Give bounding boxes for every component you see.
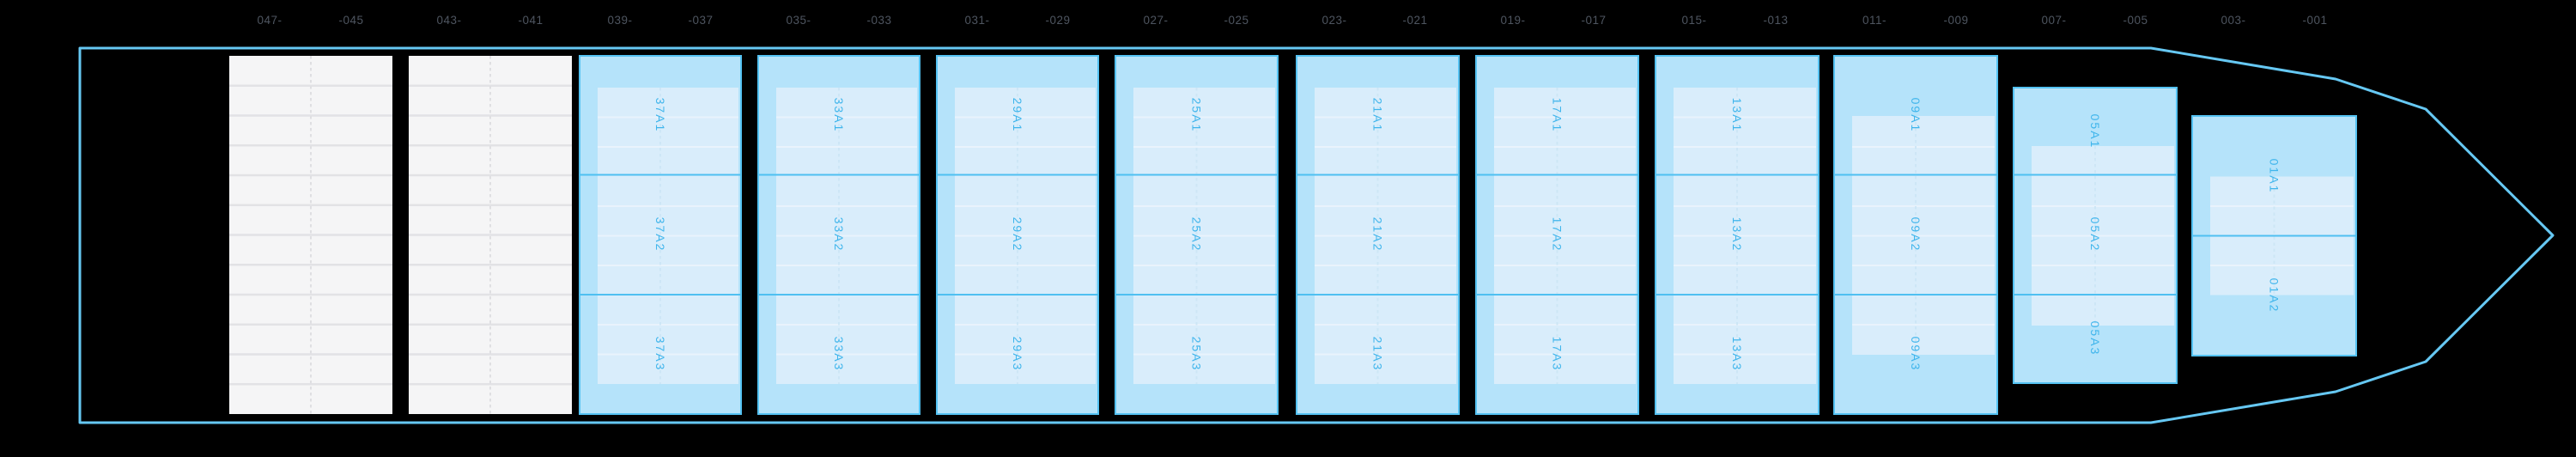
bay-cell-label[interactable]: 25A2 [1190,217,1204,253]
bay-09[interactable]: 09A1 09A2 09A3 [1833,55,1998,415]
bay-cell-label[interactable]: 33A3 [832,337,846,372]
bay-number-axis: 047- -045 043- -041 039- -037 035- -033 031- -029… [257,14,2327,27]
bay-cell-label[interactable]: 17A2 [1551,217,1564,253]
bay-cell-label[interactable]: 09A2 [1909,217,1923,253]
tick-label: -017 [1581,14,1606,27]
bay-cell-label[interactable]: 37A3 [653,337,667,372]
bay-21[interactable]: 21A1 21A2 21A3 [1296,55,1460,415]
bay-cell-label[interactable]: 05A1 [2088,114,2102,149]
bay-cell-label[interactable]: 29A3 [1011,337,1024,372]
tick-label: 003- [2221,14,2245,27]
tick-label: 027- [1143,14,1168,27]
tick-label: -013 [1763,14,1788,27]
bay-37[interactable]: 37A1 37A2 37A3 [579,55,742,415]
tick-label: -001 [2302,14,2327,27]
hold-047-045[interactable] [229,56,392,414]
bay-cell-label[interactable]: 21A3 [1371,337,1385,372]
bay-cell-label[interactable]: 17A3 [1551,337,1564,372]
bay-cell-label[interactable]: 05A3 [2088,321,2102,356]
tick-label: -009 [1943,14,1968,27]
hold-043-041[interactable] [409,56,572,414]
tick-label: -005 [2123,14,2148,27]
bay-cell-label[interactable]: 13A3 [1730,337,1744,372]
bay-cell-label[interactable]: 13A2 [1730,217,1744,253]
tick-label: 031- [964,14,989,27]
bay-cell-label[interactable]: 17A1 [1551,98,1564,133]
bay-13[interactable]: 13A1 13A2 13A3 [1655,55,1820,415]
hull-outline [78,46,2555,424]
bay-17[interactable]: 17A1 17A2 17A3 [1475,55,1639,415]
tick-label: 019- [1500,14,1525,27]
bay-sections: 37A1 37A2 37A3 33A1 33A2 33A3 29A1 29A2 29A3 25A1… [229,55,2357,415]
tick-label: -021 [1402,14,1427,27]
bay-cell-label[interactable]: 09A1 [1909,98,1923,133]
bay-cell-label[interactable]: 21A1 [1371,98,1385,133]
tick-label: -033 [866,14,891,27]
bay-cell-label[interactable]: 09A3 [1909,337,1923,372]
tick-label: -041 [518,14,543,27]
bay-cell-label[interactable]: 01A2 [2268,278,2281,314]
bay-05[interactable]: 05A1 05A2 05A3 [2013,87,2178,384]
tick-label: -037 [688,14,713,27]
bay-cell-label[interactable]: 21A2 [1371,217,1385,253]
tick-label: -025 [1224,14,1249,27]
tick-label: 015- [1681,14,1706,27]
tick-label: 007- [2041,14,2066,27]
bay-cell-label[interactable]: 37A2 [653,217,667,253]
bay-cell-label[interactable]: 05A2 [2088,217,2102,253]
bay-cell-label[interactable]: 25A3 [1190,337,1204,372]
bay-cell-label[interactable]: 13A1 [1730,98,1744,133]
bay-cell-label[interactable]: 25A1 [1190,98,1204,133]
tick-label: 039- [607,14,632,27]
bay-cell-label[interactable]: 33A2 [832,217,846,253]
bay-25[interactable]: 25A1 25A2 25A3 [1115,55,1279,415]
tick-label: 047- [257,14,282,27]
bay-cell-label[interactable]: 01A1 [2268,159,2281,194]
tick-label: 035- [786,14,811,27]
tick-label: 011- [1862,14,1886,27]
bay-cell-label[interactable]: 29A2 [1011,217,1024,253]
bay-33[interactable]: 33A1 33A2 33A3 [757,55,920,415]
tick-label: -045 [338,14,363,27]
tick-label: 043- [436,14,461,27]
tick-label: 023- [1321,14,1346,27]
bay-01[interactable]: 01A1 01A2 [2191,115,2357,356]
bay-29[interactable]: 29A1 29A2 29A3 [936,55,1099,415]
bay-cell-label[interactable]: 33A1 [832,98,846,133]
bay-cell-label[interactable]: 37A1 [653,98,667,133]
tick-label: -029 [1045,14,1070,27]
bay-cell-label[interactable]: 29A1 [1011,98,1024,133]
